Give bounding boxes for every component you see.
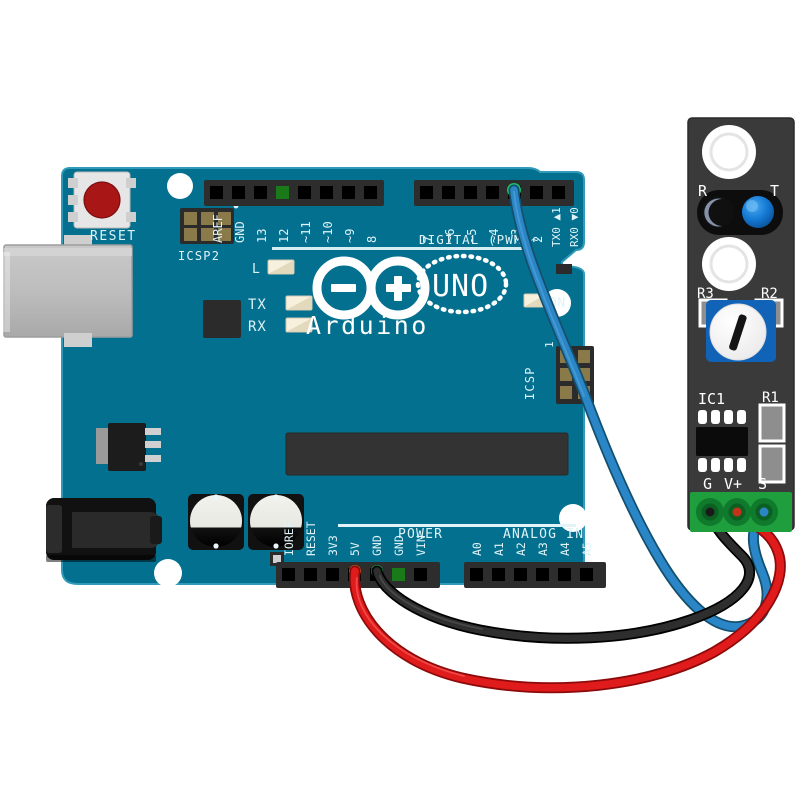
reset-label: RESET xyxy=(90,229,137,244)
icsp-pin1-label: 1 xyxy=(543,341,556,348)
svg-text:~9: ~9 xyxy=(343,229,357,243)
svg-text:5V: 5V xyxy=(348,542,362,556)
ir-emitter-receiver-pair xyxy=(697,190,783,235)
svg-text:A1: A1 xyxy=(492,542,506,556)
svg-text:AREF: AREF xyxy=(211,214,225,243)
svg-text:~5: ~5 xyxy=(465,229,479,243)
svg-text:RX0 ▼0: RX0 ▼0 xyxy=(568,207,581,247)
mounting-hole xyxy=(167,173,193,199)
brand-label: Arduino xyxy=(306,311,429,340)
ir-line-tracking-sensor[interactable]: R T R3 R2 IC1 R1 xyxy=(687,117,795,532)
receiver-label: R xyxy=(698,182,708,200)
svg-text:3V3: 3V3 xyxy=(326,535,340,556)
ic1-solder-pads xyxy=(698,410,746,472)
resistor-pad xyxy=(758,403,786,443)
power-pin-labels: IOREF RESET 3V3 5V GND GND VIN xyxy=(282,521,428,556)
terminal-vplus-label: V+ xyxy=(724,475,742,493)
dc-barrel-jack[interactable] xyxy=(46,498,162,562)
signal-wire-highlight xyxy=(513,191,585,397)
svg-text:~11: ~11 xyxy=(299,221,313,243)
terminal-s-label: S xyxy=(758,475,767,493)
analog-group-label: ANALOG IN xyxy=(503,527,584,542)
icsp2-header[interactable] xyxy=(180,203,239,244)
sensitivity-potentiometer[interactable] xyxy=(706,300,776,362)
gnd-pin-highlight xyxy=(276,186,289,199)
svg-text:2: 2 xyxy=(531,236,545,243)
led-rx-label: RX xyxy=(248,319,267,335)
silk-divider xyxy=(462,524,576,527)
signal-wire[interactable] xyxy=(510,186,771,631)
icsp-label: ICSP xyxy=(523,366,537,400)
led-l xyxy=(267,259,295,275)
mounting-hole xyxy=(154,559,182,587)
smd-component xyxy=(556,264,572,274)
digital-header-right[interactable] xyxy=(414,180,574,206)
svg-text:8: 8 xyxy=(365,236,379,243)
power-wire-highlight xyxy=(355,577,465,677)
svg-text:A0: A0 xyxy=(470,542,484,556)
svg-text:12: 12 xyxy=(277,229,291,243)
smd-component xyxy=(273,555,281,563)
svg-text:~10: ~10 xyxy=(321,221,335,243)
screw-terminal-block[interactable] xyxy=(690,492,792,532)
svg-text:7: 7 xyxy=(421,236,435,243)
svg-text:TX0 ▲1: TX0 ▲1 xyxy=(550,207,563,247)
svg-text:IOREF: IOREF xyxy=(282,521,296,556)
svg-text:~4: ~4 xyxy=(487,229,501,243)
ground-wire[interactable] xyxy=(373,508,754,643)
arduino-uno-board[interactable]: RESET ICSP2 1 ICSP xyxy=(0,167,606,588)
svg-text:13: 13 xyxy=(255,229,269,243)
voltage-regulator xyxy=(96,423,161,471)
electrolytic-capacitor xyxy=(188,494,244,550)
uno-label: UNO xyxy=(432,269,489,304)
trademark-label: ™ xyxy=(404,308,411,321)
digital-header-left[interactable] xyxy=(204,180,384,206)
uno-badge: UNO xyxy=(415,253,509,315)
emitter-label: T xyxy=(770,182,779,200)
ir-emitter xyxy=(742,196,774,228)
resistor-pad xyxy=(758,444,786,484)
silk-divider xyxy=(338,524,462,527)
reset-button[interactable] xyxy=(68,171,136,229)
svg-text:RESET: RESET xyxy=(304,521,318,556)
usb-b-connector[interactable] xyxy=(0,235,133,347)
silk-divider xyxy=(272,247,530,250)
arduino-logo xyxy=(312,256,430,320)
comparator-ic xyxy=(696,427,748,456)
svg-text:GND: GND xyxy=(392,535,406,556)
electrolytic-capacitor xyxy=(248,494,304,550)
svg-text:VIN: VIN xyxy=(414,535,428,556)
digital-group-label: DIGITAL (PWM=~ xyxy=(419,232,540,247)
wire-bundle xyxy=(349,184,786,694)
power-wire[interactable] xyxy=(350,508,785,692)
svg-text:GND: GND xyxy=(233,221,247,243)
svg-text:A4: A4 xyxy=(558,542,572,556)
analog-pin-labels: A0 A1 A2 A3 A4 A5 xyxy=(470,542,594,556)
ic1-label: IC1 xyxy=(698,390,725,408)
r1-label: R1 xyxy=(762,390,779,406)
terminal-g-wire-end xyxy=(705,507,715,517)
power-group-label: POWER xyxy=(398,527,443,542)
terminal-s-wire-end xyxy=(759,507,769,517)
svg-text:GND: GND xyxy=(370,535,384,556)
usb-interface-ic xyxy=(203,300,241,338)
svg-text:A2: A2 xyxy=(514,542,528,556)
r3-label: R3 xyxy=(697,286,714,302)
r2-label: R2 xyxy=(761,286,778,302)
led-tx xyxy=(285,295,313,311)
led-rx xyxy=(285,317,313,333)
led-l-label: L xyxy=(252,262,260,277)
digital-left-pin-labels: AREF GND 13 12 ~11 ~10 ~9 8 xyxy=(211,214,379,243)
svg-text:A3: A3 xyxy=(536,542,550,556)
terminal-vplus-wire-end xyxy=(732,507,742,517)
terminal-g-label: G xyxy=(703,475,712,493)
microcontroller-ic xyxy=(285,432,569,476)
led-tx-label: TX xyxy=(248,297,267,313)
analog-header[interactable] xyxy=(464,562,606,588)
svg-text:A5: A5 xyxy=(580,542,594,556)
icsp2-label: ICSP2 xyxy=(178,249,220,263)
ground-wire-highlight xyxy=(379,575,483,630)
svg-text:~6: ~6 xyxy=(443,229,457,243)
